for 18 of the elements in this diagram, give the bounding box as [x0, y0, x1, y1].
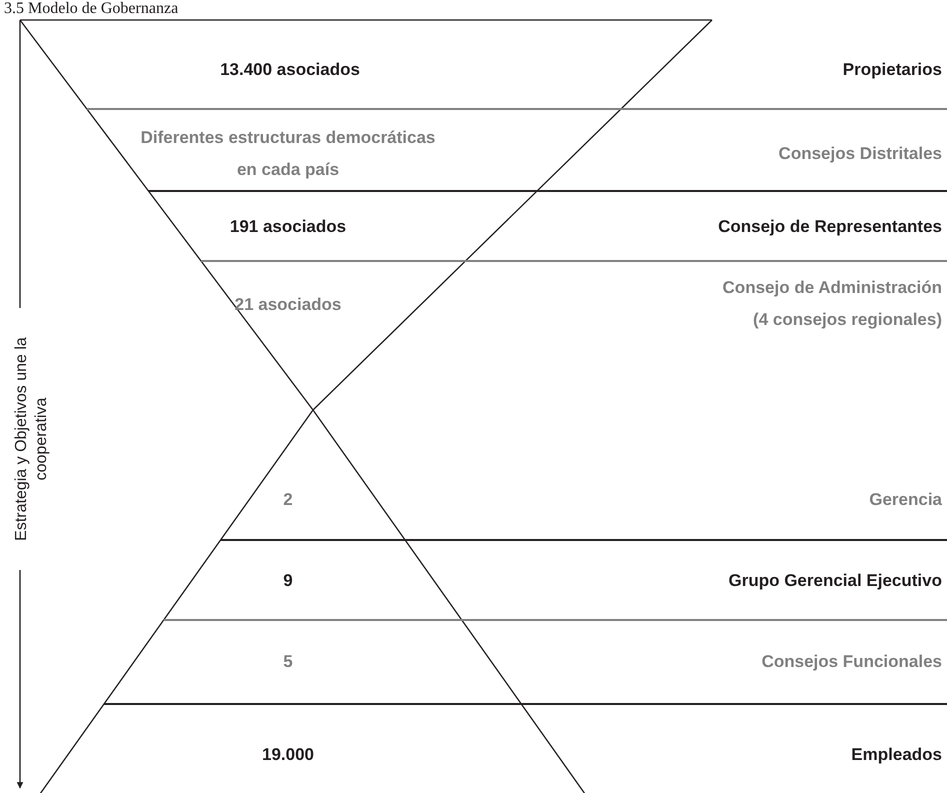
level-count: 191 asociados [230, 216, 346, 238]
level-name: Grupo Gerencial Ejecutivo [728, 570, 942, 592]
level-count: 2 [283, 489, 293, 511]
level-name: Consejos Funcionales [762, 651, 942, 673]
level-name: Consejos Distritales [778, 143, 942, 165]
level-name: Gerencia [869, 489, 942, 511]
level-count: 19.000 [262, 744, 314, 766]
title: 3.5 Modelo de Gobernanza [4, 0, 178, 17]
axis-label: Estrategia y Objetivos une la cooperativa [12, 336, 51, 543]
level-name: Consejo de Administración (4 consejos regionales) [722, 277, 942, 331]
level-name: Empleados [851, 744, 942, 766]
level-name: Consejo de Representantes [718, 216, 942, 238]
level-count: 21 asociados [234, 294, 342, 316]
level-count: 9 [283, 570, 293, 592]
level-name: Propietarios [842, 59, 942, 81]
level-count: 13.400 asociados [220, 59, 360, 81]
level-count: Diferentes estructuras democráticas en cada país [140, 127, 436, 181]
level-count: 5 [283, 651, 293, 673]
